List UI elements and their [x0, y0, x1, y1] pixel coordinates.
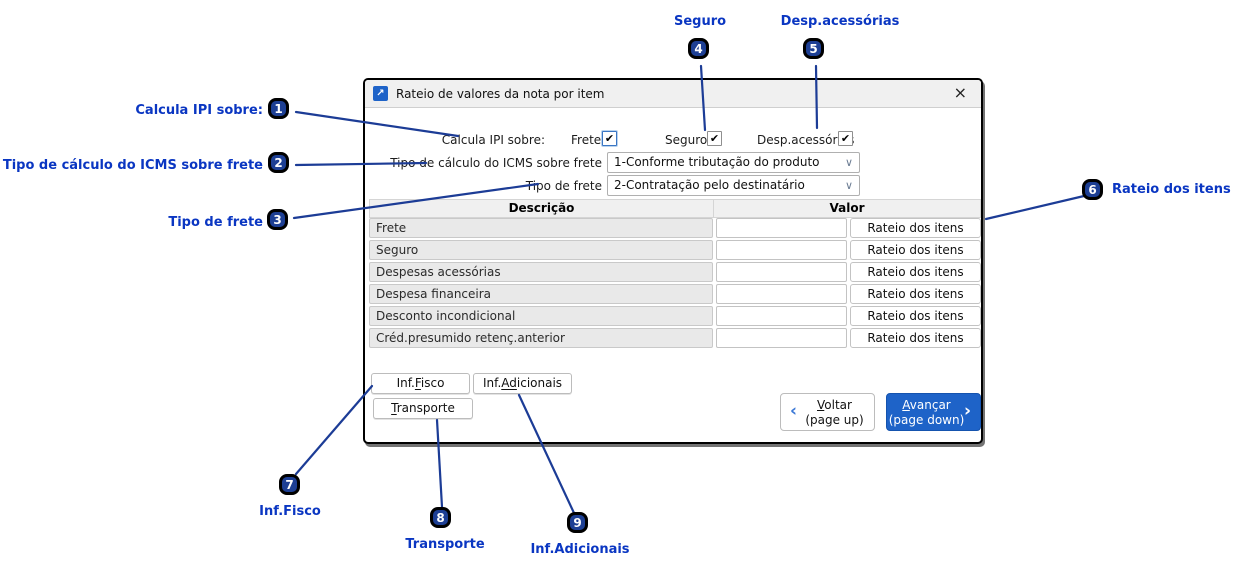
inf-adicionais-mnemonic: Ad	[501, 376, 517, 390]
tipo-frete-select[interactable]: 2-Contratação pelo destinatário ∨	[607, 175, 860, 196]
chevron-down-icon: ∨	[844, 179, 853, 192]
inf-fisco-post: isco	[420, 376, 445, 390]
dialog-rateio-valores: ↗ Rateio de valores da nota por item × C…	[363, 78, 983, 444]
col-header-descricao: Descrição	[370, 200, 714, 217]
avancar-button[interactable]: › Avançar (page down)	[886, 393, 981, 431]
checkbox-desp-acessorias[interactable]: ✔	[838, 131, 853, 146]
rateio-itens-button[interactable]: Rateio dos itens	[850, 240, 981, 260]
voltar-button[interactable]: ‹ Voltar (page up)	[780, 393, 875, 431]
annotation-marker-2: 2	[268, 152, 289, 173]
checkbox-desp-acessorias-label: Desp.acessórias	[757, 133, 855, 147]
voltar-sublabel: (page up)	[805, 413, 864, 427]
annotation-marker-7: 7	[279, 474, 300, 495]
transporte-mnemonic: T	[391, 401, 397, 415]
inf-adicionais-post: icionais	[516, 376, 563, 390]
rateio-itens-button[interactable]: Rateio dos itens	[850, 306, 981, 326]
window-title: Rateio de valores da nota por item	[396, 87, 605, 101]
chevron-left-icon: ‹	[790, 401, 798, 421]
rateio-itens-button[interactable]: Rateio dos itens	[850, 328, 981, 348]
row-label-cred-presumido: Créd.presumido retenç.anterior	[369, 328, 713, 348]
chevron-down-icon: ∨	[844, 156, 853, 169]
checkbox-frete-label: Frete	[571, 133, 602, 147]
inf-adicionais-button[interactable]: Inf.Adicionais	[473, 373, 572, 394]
annotation-label-calcula-ipi: Calcula IPI sobre:	[135, 103, 263, 118]
annotation-label-seguro: Seguro	[673, 14, 727, 29]
table-header: Descrição Valor	[369, 199, 981, 218]
avancar-label: Avançar	[902, 398, 951, 412]
inf-fisco-mnemonic: F	[414, 376, 421, 390]
annotation-marker-5: 5	[803, 38, 824, 59]
annotation-marker-4: 4	[688, 38, 709, 59]
tipo-frete-label: Tipo de frete	[525, 179, 602, 193]
row-input-cred-presumido[interactable]	[716, 328, 847, 348]
row-label-desconto-incondicional: Desconto incondicional	[369, 306, 713, 326]
icms-frete-select[interactable]: 1-Conforme tributação do produto ∨	[607, 152, 860, 173]
row-label-despesas-acessorias: Despesas acessórias	[369, 262, 713, 282]
annotation-marker-8: 8	[430, 507, 451, 528]
checkbox-seguro-label: Seguro	[665, 133, 708, 147]
annotation-label-desp-acessorias: Desp.acessórias	[780, 14, 900, 29]
voltar-label: Voltar	[817, 398, 852, 412]
icms-frete-value: 1-Conforme tributação do produto	[614, 155, 820, 169]
annotation-marker-3: 3	[267, 209, 288, 230]
annotation-label-tipo-calculo-icms: Tipo de cálculo do ICMS sobre frete	[2, 158, 263, 173]
annotation-marker-1: 1	[268, 98, 289, 119]
rateio-itens-button[interactable]: Rateio dos itens	[850, 262, 981, 282]
inf-fisco-button[interactable]: Inf.Fisco	[371, 373, 470, 394]
row-label-seguro: Seguro	[369, 240, 713, 260]
row-input-despesas-acessorias[interactable]	[716, 262, 847, 282]
rateio-itens-button[interactable]: Rateio dos itens	[850, 218, 981, 238]
checkbox-seguro[interactable]: ✔	[707, 131, 722, 146]
inf-fisco-pre: Inf.	[396, 376, 415, 390]
window-arrow-icon: ↗	[373, 86, 388, 101]
row-input-frete[interactable]	[716, 218, 847, 238]
annotation-label-tipo-frete: Tipo de frete	[168, 215, 263, 230]
icms-frete-label: Tipo de cálculo do ICMS sobre frete	[390, 156, 602, 170]
transporte-button[interactable]: Transporte	[373, 398, 473, 419]
transporte-post: ransporte	[396, 401, 455, 415]
annotation-marker-9: 9	[567, 512, 588, 533]
title-bar[interactable]: ↗ Rateio de valores da nota por item ×	[365, 80, 981, 108]
row-label-despesa-financeira: Despesa financeira	[369, 284, 713, 304]
chevron-right-icon: ›	[963, 401, 971, 421]
inf-adicionais-pre: Inf.	[482, 376, 502, 390]
row-input-desconto-incondicional[interactable]	[716, 306, 847, 326]
annotation-label-inf-adicionais: Inf.Adicionais	[530, 542, 630, 557]
calcula-ipi-label: Calcula IPI sobre:	[441, 133, 545, 147]
rateio-itens-button[interactable]: Rateio dos itens	[850, 284, 981, 304]
row-input-despesa-financeira[interactable]	[716, 284, 847, 304]
annotation-label-inf-fisco: Inf.Fisco	[259, 504, 321, 519]
checkbox-frete[interactable]: ✔	[602, 131, 617, 146]
close-icon[interactable]: ×	[953, 83, 967, 102]
tipo-frete-value: 2-Contratação pelo destinatário	[614, 178, 805, 192]
annotation-label-rateio-itens: Rateio dos itens	[1112, 182, 1231, 197]
row-input-seguro[interactable]	[716, 240, 847, 260]
col-header-valor: Valor	[829, 201, 865, 215]
avancar-sublabel: (page down)	[888, 413, 965, 427]
annotation-marker-6: 6	[1082, 179, 1103, 200]
row-label-frete: Frete	[369, 218, 713, 238]
annotation-label-transporte: Transporte	[405, 537, 485, 552]
